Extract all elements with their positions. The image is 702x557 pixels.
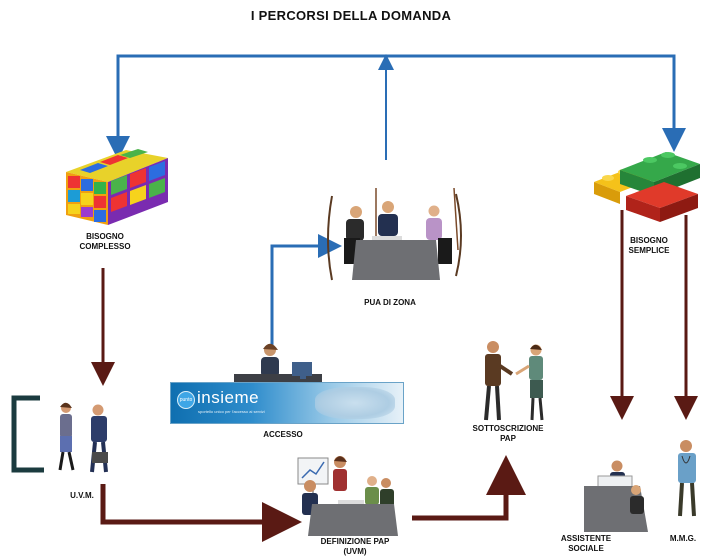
label-definizione-pap: DEFINIZIONE PAP (UVM) — [320, 537, 390, 556]
definizione-to-sottoscrizione-arrow — [412, 455, 526, 521]
top-blue-connector — [106, 54, 686, 160]
insieme-logo-subtitle: sportello unico per l'accesso ai servizi — [198, 409, 265, 414]
label-uvm: U.V.M. — [70, 491, 94, 500]
pua-meeting-illustration — [327, 187, 462, 281]
label-mmg: M.M.G. — [669, 534, 697, 543]
rubik-cube-icon — [66, 149, 168, 225]
insieme-logo-text: insieme — [197, 388, 260, 407]
reception-illustration — [234, 343, 322, 383]
uvm-illustration — [11, 395, 108, 473]
doctor-illustration — [678, 440, 696, 517]
label-accesso: ACCESSO — [263, 430, 303, 439]
punto-logo: punto — [177, 391, 195, 409]
diagram-title: I PERCORSI DELLA DOMANDA — [250, 8, 452, 23]
uvm-to-definizione-arrow — [100, 484, 302, 542]
definizione-meeting-illustration — [297, 456, 398, 536]
label-sottoscrizione-pap: SOTTOSCRIZIONE PAP — [472, 424, 544, 443]
hands-image — [315, 387, 395, 419]
label-bisogno-semplice: BISOGNO SEMPLICE — [628, 236, 670, 255]
label-bisogno-complesso: BISOGNO COMPLESSO — [79, 232, 131, 251]
label-pua-di-zona: PUA DI ZONA — [364, 298, 416, 307]
label-assistente-sociale: ASSISTENTE SOCIALE — [560, 534, 612, 553]
handshake-illustration — [484, 341, 544, 421]
accesso-to-pua-arrow — [270, 234, 342, 345]
insieme-banner: punto insieme sportello unico per l'acce… — [170, 382, 404, 424]
assistente-sociale-illustration — [584, 460, 648, 532]
lego-blocks-icon — [594, 152, 700, 222]
